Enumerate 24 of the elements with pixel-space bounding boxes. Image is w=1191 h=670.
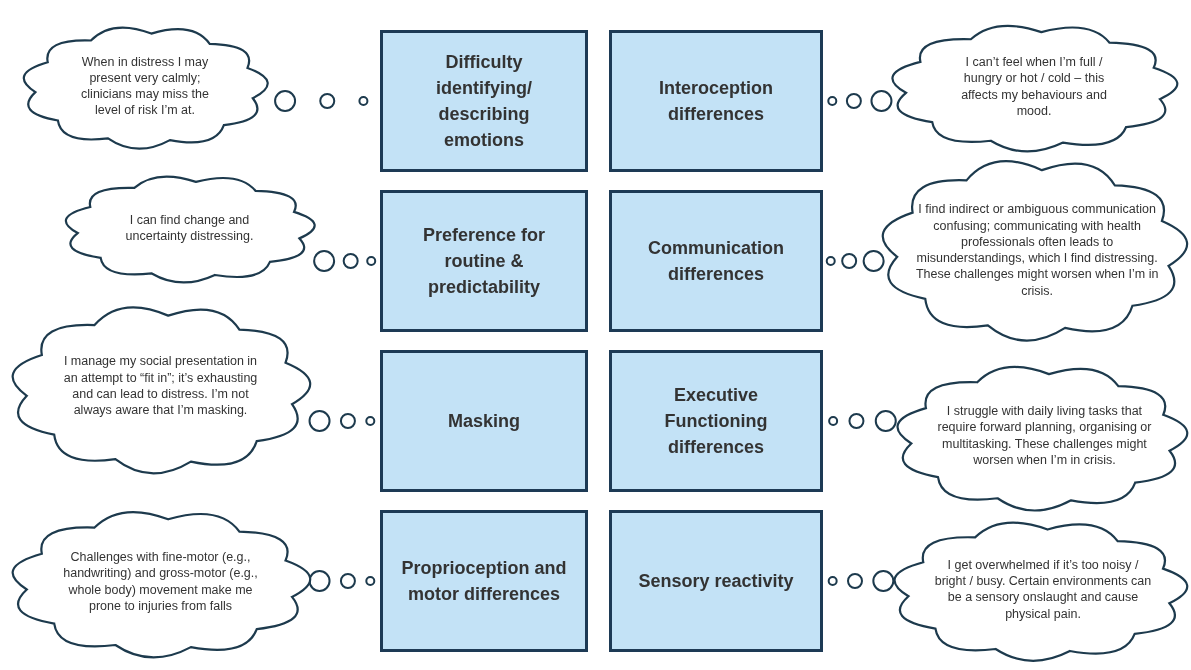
thought-text: When in distress I may present very calmly; clinicians may miss the level of risk I’m at.: [80, 53, 210, 119]
thought-text: I can’t feel when I’m full / hungry or hot / cold – this affects my behaviours and mood.: [960, 54, 1108, 120]
trait-box: [380, 350, 588, 492]
trait-label: Masking: [447, 409, 521, 433]
thought-text: I get overwhelmed if it’s too noisy / bright / busy. Certain environments can be a sensory onslaught and cause physical pain.: [933, 556, 1153, 622]
thought-text: I find indirect or ambiguous communication confusing; communicating with health professionals often leads to misunderstandings, which I find distressing. These challenges might worsen when I’m in crisis.: [915, 201, 1159, 299]
trait-box: [609, 190, 823, 332]
trait-box: [380, 190, 588, 332]
trait-label: Communication differences: [647, 236, 785, 286]
trait-label: Executive Functioning differences: [663, 383, 769, 460]
thought-text: I can find change and uncertainty distressing.: [124, 211, 255, 245]
trait-label: Preference for routine & predictability: [421, 223, 547, 300]
trait-box: [609, 30, 823, 172]
trait-label: Interoception differences: [658, 76, 774, 126]
trait-label: Difficulty identifying/ describing emotions: [435, 50, 533, 153]
trait-label: Proprioception and motor differences: [400, 556, 568, 606]
thought-text: I struggle with daily living tasks that require forward planning, organising or multitasking. These challenges might worsen when I’m in crisis.: [936, 403, 1153, 469]
trait-box: [380, 510, 588, 652]
trait-box: [380, 30, 588, 172]
trait-label: Sensory reactivity: [637, 569, 795, 593]
trait-box: [609, 350, 823, 492]
thought-text: I manage my social presentation in an attempt to “fit in”; it’s exhausting and can lead to distress. I’m not always aware that I’m masking.: [62, 353, 259, 419]
trait-box: [609, 510, 823, 652]
thought-text: Challenges with fine-motor (e.g., handwriting) and gross-motor (e.g., whole body) movement make me prone to injuries from falls: [62, 549, 259, 615]
